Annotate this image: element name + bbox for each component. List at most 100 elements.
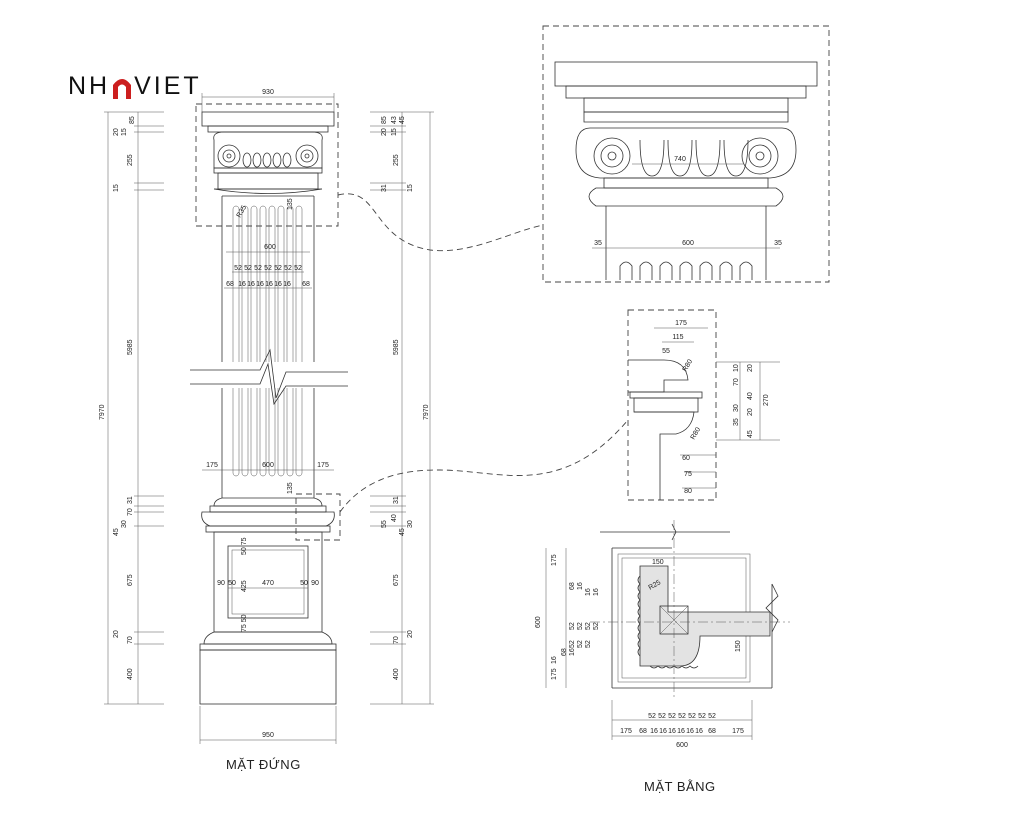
svg-text:31: 31 [393, 496, 400, 504]
svg-text:16: 16 [283, 281, 291, 288]
capital-callout-box [195, 103, 339, 227]
svg-text:52: 52 [577, 622, 584, 630]
svg-text:45: 45 [399, 116, 406, 124]
capital-detail: 740 35 600 35 [542, 25, 830, 283]
dim-capital-600: 600 [682, 240, 694, 247]
svg-text:52: 52 [648, 713, 656, 720]
svg-text:52: 52 [585, 640, 592, 648]
dim-plan-bottom-175-left: 175 [620, 728, 632, 735]
dim-panel-470: 470 [262, 580, 274, 587]
svg-text:35: 35 [733, 418, 740, 426]
dim-plan-150-top: 150 [652, 559, 664, 566]
svg-text:52: 52 [668, 713, 676, 720]
svg-text:52: 52 [294, 265, 302, 272]
svg-text:20: 20 [747, 408, 754, 416]
svg-text:675: 675 [127, 574, 134, 586]
dim-r80-bot: R80 [690, 426, 703, 441]
dim-135-bot: 135 [287, 482, 294, 494]
svg-text:400: 400 [393, 668, 400, 680]
dim-740: 740 [674, 156, 686, 163]
dim-lower-175-left: 175 [206, 462, 218, 469]
dim-total-7970-left: 7970 [99, 404, 106, 420]
logo-text-left: NH [68, 72, 111, 100]
dim-base-60: 60 [682, 455, 690, 462]
svg-text:16: 16 [668, 728, 676, 735]
svg-text:52: 52 [284, 265, 292, 272]
dim-panel-5075: 50 75 [241, 537, 248, 555]
svg-text:675: 675 [393, 574, 400, 586]
dim-r80-top: R80 [682, 358, 695, 373]
svg-text:52: 52 [264, 265, 272, 272]
svg-text:255: 255 [393, 154, 400, 166]
dim-base-55: 55 [662, 348, 670, 355]
svg-text:16: 16 [659, 728, 667, 735]
svg-text:20: 20 [113, 630, 120, 638]
svg-text:16: 16 [569, 648, 576, 656]
caption-plan: MẶT BẰNG [644, 779, 716, 794]
svg-text:16: 16 [585, 588, 592, 596]
svg-text:15: 15 [407, 184, 414, 192]
svg-text:16: 16 [256, 281, 264, 288]
svg-text:68: 68 [561, 648, 568, 656]
left-dimension-chain: 20 15 85 255 15 5985 7970 31 45 30 70 67… [99, 111, 164, 705]
svg-text:52: 52 [234, 265, 242, 272]
svg-text:5985: 5985 [127, 339, 134, 355]
svg-text:55: 55 [381, 520, 388, 528]
dim-panel-50-left: 50 [228, 580, 236, 587]
svg-text:20: 20 [747, 364, 754, 372]
svg-text:15: 15 [391, 128, 398, 136]
dim-base-80: 80 [684, 488, 692, 495]
dim-930: 930 [262, 89, 274, 96]
dim-capital-35-left: 35 [594, 240, 602, 247]
svg-text:70: 70 [127, 508, 134, 516]
svg-text:52: 52 [244, 265, 252, 272]
svg-text:52: 52 [708, 713, 716, 720]
dim-135-top: 135 [287, 198, 294, 210]
elevation-view: 930 [99, 89, 434, 744]
dim-base-115: 115 [672, 334, 683, 341]
base-detail: 175 115 55 R80 R80 60 75 80 10 70 20 40 … [627, 309, 780, 501]
svg-text:45: 45 [399, 528, 406, 536]
svg-text:70: 70 [733, 378, 740, 386]
svg-text:16: 16 [274, 281, 282, 288]
svg-text:16: 16 [577, 582, 584, 590]
plan-bottom-flute-chain: 52 52 52 52 52 52 52 68 16 16 16 16 16 1… [639, 713, 716, 735]
dim-base-75: 75 [684, 471, 692, 478]
svg-text:16: 16 [695, 728, 703, 735]
dim-lower-175-right: 175 [317, 462, 329, 469]
dim-plan-150-right: 150 [735, 640, 742, 652]
svg-text:15: 15 [121, 128, 128, 136]
svg-text:16: 16 [265, 281, 273, 288]
svg-text:255: 255 [127, 154, 134, 166]
caption-elevation: MẶT ĐỨNG [226, 757, 301, 772]
flute-width-chain: 52 52 52 52 52 52 52 68 16 16 16 16 16 1… [224, 265, 312, 289]
svg-text:175: 175 [551, 668, 558, 680]
svg-text:52: 52 [698, 713, 706, 720]
dim-total-7970-right: 7970 [423, 404, 430, 420]
svg-text:10: 10 [733, 364, 740, 372]
svg-text:45: 45 [113, 528, 120, 536]
svg-text:52: 52 [593, 622, 600, 630]
right-dimension-chain: 85 43 45 20 15 255 31 15 5985 7970 31 55… [370, 111, 434, 705]
logo-arch-icon [112, 75, 132, 99]
svg-text:68: 68 [302, 281, 310, 288]
base-callout-box [295, 493, 341, 541]
svg-text:70: 70 [127, 636, 134, 644]
svg-text:52: 52 [274, 265, 282, 272]
dim-panel-7550: 75 50 [241, 614, 248, 632]
svg-text:16: 16 [247, 281, 255, 288]
svg-text:16: 16 [238, 281, 246, 288]
svg-text:400: 400 [127, 668, 134, 680]
svg-text:52: 52 [569, 640, 576, 648]
svg-text:30: 30 [733, 404, 740, 412]
svg-text:16: 16 [593, 588, 600, 596]
svg-text:68: 68 [569, 582, 576, 590]
dim-plan-600-side: 600 [535, 616, 542, 628]
svg-text:52: 52 [678, 713, 686, 720]
svg-text:40: 40 [391, 514, 398, 522]
dim-plan-bottom-600: 600 [676, 742, 688, 749]
capital-leader-line [337, 193, 544, 252]
svg-text:52: 52 [254, 265, 262, 272]
svg-text:52: 52 [585, 622, 592, 630]
